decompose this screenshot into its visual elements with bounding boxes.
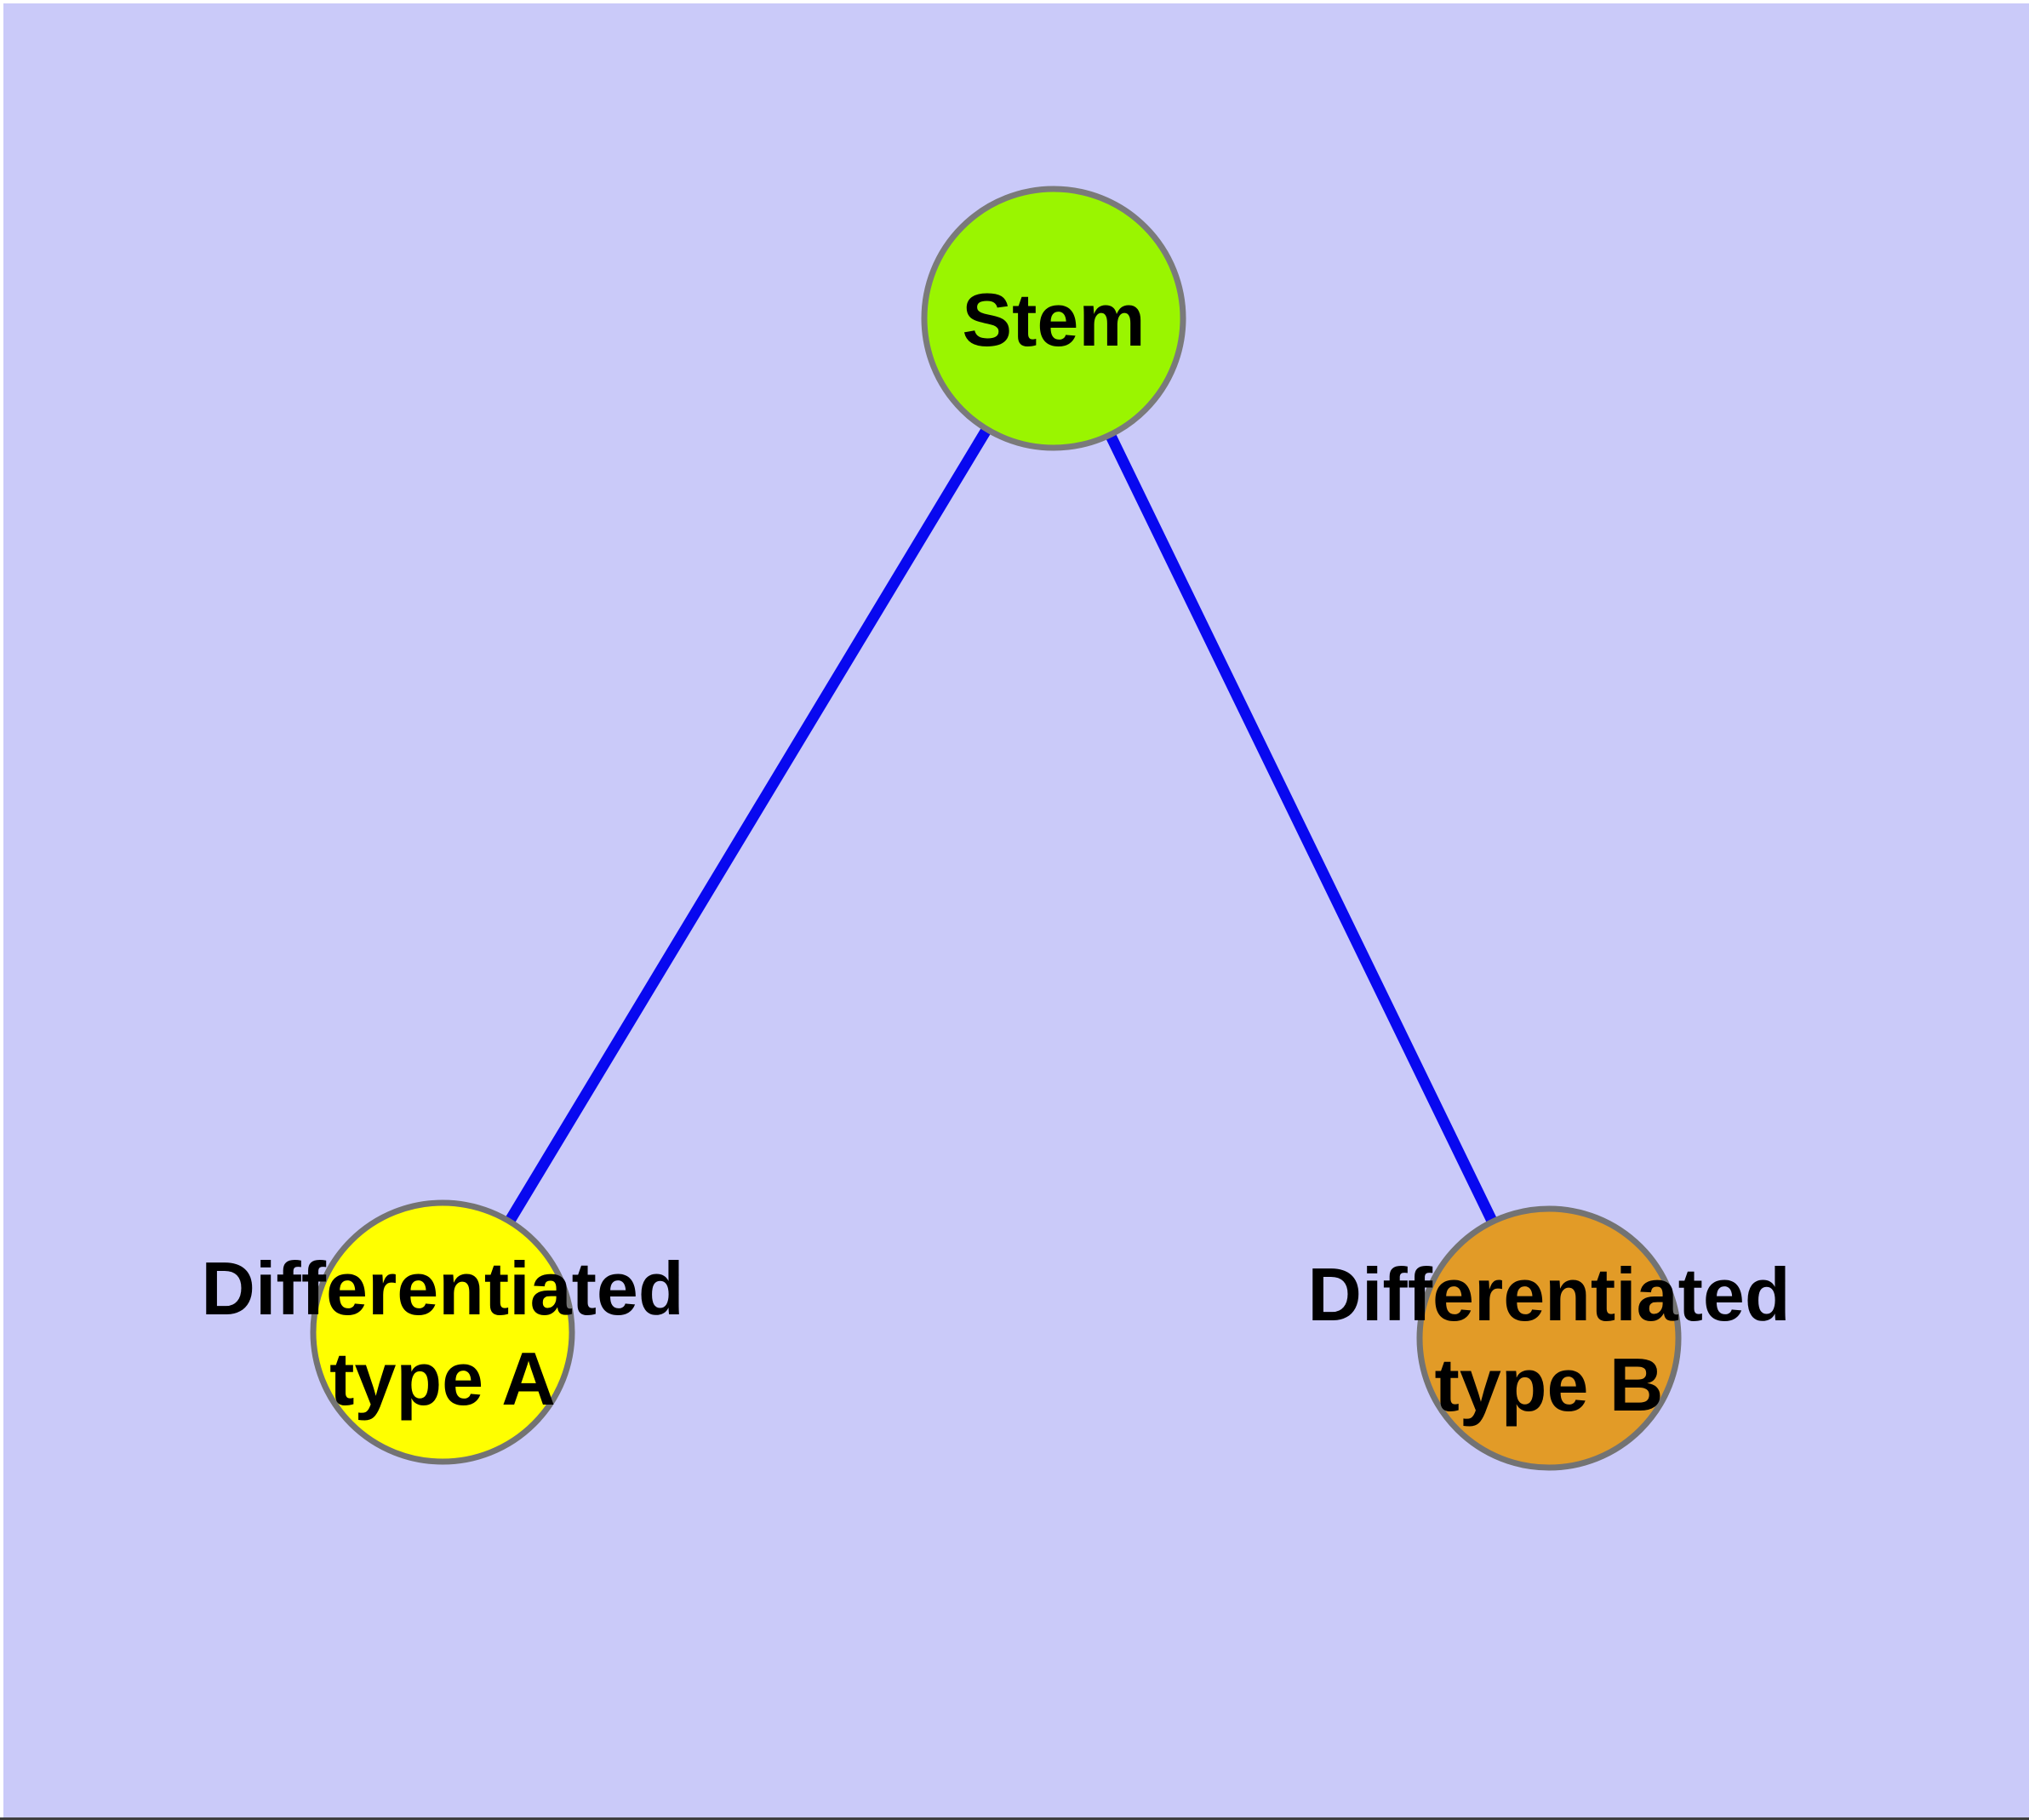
node-type-a-circle (310, 1199, 575, 1465)
node-stem-label: Stem (962, 278, 1145, 362)
node-stem-circle (921, 186, 1186, 451)
node-stem: Stem (921, 186, 1186, 451)
frame-bottom-edge (0, 1817, 2029, 1820)
edge-stem-type-a (437, 315, 1059, 1336)
edge-stem-type-b (1049, 316, 1554, 1341)
node-type-b-circle (1416, 1205, 1682, 1471)
edges-layer (437, 315, 1554, 1341)
